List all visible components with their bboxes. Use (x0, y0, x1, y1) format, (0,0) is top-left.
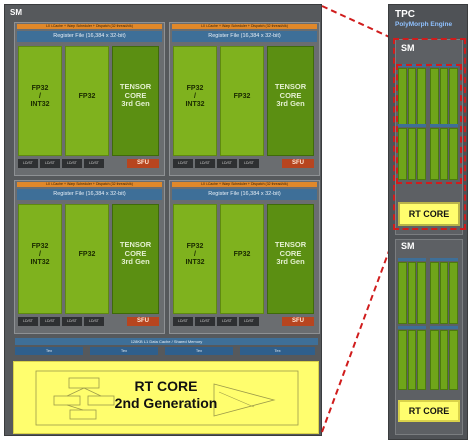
mini-register-bar (398, 258, 426, 261)
tensor-core: TENSOR CORE 3rd Gen (267, 204, 314, 314)
register-file: Register File (16,384 x 32-bit) (17, 189, 162, 200)
mini-core-lane (407, 128, 416, 180)
tensor-core: TENSOR CORE 3rd Gen (112, 204, 159, 314)
ldst-unit: LD/ST (40, 159, 60, 168)
mini-register-bar (430, 124, 458, 127)
tpc-sm-label: SM (401, 241, 415, 251)
ldst-unit: LD/ST (62, 159, 82, 168)
fp32-core: FP32 (220, 46, 264, 156)
tpc-title: TPC (395, 9, 415, 20)
highlight-core-box (396, 64, 462, 184)
sfu-unit: SFU (282, 159, 314, 168)
ldst-unit: LD/ST (173, 159, 193, 168)
tex-unit: Tex (90, 347, 158, 355)
fp32-int32-core: FP32 / INT32 (173, 204, 217, 314)
fp32-int32-core: FP32 / INT32 (173, 46, 217, 156)
fp32-int32-core: FP32 / INT32 (18, 46, 62, 156)
sfu-unit: SFU (282, 317, 314, 326)
mini-core-lane (430, 262, 439, 324)
mini-core-lane (398, 330, 407, 390)
ldst-unit: LD/ST (18, 317, 38, 326)
mini-core-lane (449, 330, 458, 390)
mini-core-lane (407, 330, 416, 390)
tpc-sm-label: SM (401, 43, 415, 53)
mini-core-lane (417, 262, 426, 324)
highlight-sm-box (393, 38, 466, 230)
sfu-unit: SFU (127, 317, 159, 326)
tensor-core: TENSOR CORE 3rd Gen (267, 46, 314, 156)
ldst-unit: LD/ST (239, 159, 259, 168)
l0-icache-bar: L0 i-Cache + Warp Scheduler + Dispatch (… (172, 24, 317, 29)
rt-core-title: RT CORE (134, 378, 198, 394)
mini-core-lane (407, 262, 416, 324)
mini-core-lane (417, 128, 426, 180)
ldst-unit: LD/ST (62, 317, 82, 326)
mini-core-lane (449, 262, 458, 324)
mini-core-lane (398, 128, 407, 180)
mini-core-lane (439, 330, 448, 390)
l0-icache-bar: L0 i-Cache + Warp Scheduler + Dispatch (… (17, 182, 162, 187)
mini-core-lane (449, 128, 458, 180)
ldst-unit: LD/ST (84, 159, 104, 168)
register-file: Register File (16,384 x 32-bit) (172, 189, 317, 200)
rt-core-schematic (35, 370, 299, 426)
tex-unit: Tex (240, 347, 315, 355)
ldst-unit: LD/ST (173, 317, 193, 326)
sm-title: SM (10, 8, 22, 17)
sfu-unit: SFU (127, 159, 159, 168)
ldst-unit: LD/ST (217, 317, 237, 326)
rt-core-block: RT CORE 2nd Generation (13, 361, 319, 434)
l0-icache-bar: L0 i-Cache + Warp Scheduler + Dispatch (… (17, 24, 162, 29)
rt-core-subtitle: 2nd Generation (114, 395, 218, 411)
ldst-unit: LD/ST (239, 317, 259, 326)
mini-core-lane (398, 262, 407, 324)
mini-register-bar (430, 258, 458, 261)
tpc-rt-core: RT CORE (398, 400, 460, 422)
mini-core-lane (430, 330, 439, 390)
ldst-unit: LD/ST (195, 159, 215, 168)
register-file: Register File (16,384 x 32-bit) (172, 31, 317, 42)
mini-core-lane (439, 128, 448, 180)
tex-unit: Tex (165, 347, 233, 355)
ldst-unit: LD/ST (18, 159, 38, 168)
l0-icache-bar: L0 i-Cache + Warp Scheduler + Dispatch (… (172, 182, 317, 187)
fp32-core: FP32 (65, 204, 109, 314)
fp32-core: FP32 (65, 46, 109, 156)
mini-register-bar (398, 124, 426, 127)
fp32-core: FP32 (220, 204, 264, 314)
ldst-unit: LD/ST (195, 317, 215, 326)
tex-unit: Tex (15, 347, 83, 355)
polymorph-engine-label: PolyMorph Engine (395, 21, 453, 28)
mini-core-lane (430, 128, 439, 180)
fp32-int32-core: FP32 / INT32 (18, 204, 62, 314)
ldst-unit: LD/ST (217, 159, 237, 168)
ldst-unit: LD/ST (84, 317, 104, 326)
l1-data-cache-bar: 128KB L1 Data Cache / Shared Memory (15, 338, 318, 345)
mini-register-bar (398, 326, 426, 329)
mini-core-lane (417, 330, 426, 390)
tensor-core: TENSOR CORE 3rd Gen (112, 46, 159, 156)
ldst-unit: LD/ST (40, 317, 60, 326)
mini-register-bar (430, 326, 458, 329)
register-file: Register File (16,384 x 32-bit) (17, 31, 162, 42)
tpc-rt-core: RT CORE (398, 202, 460, 226)
mini-core-lane (439, 262, 448, 324)
